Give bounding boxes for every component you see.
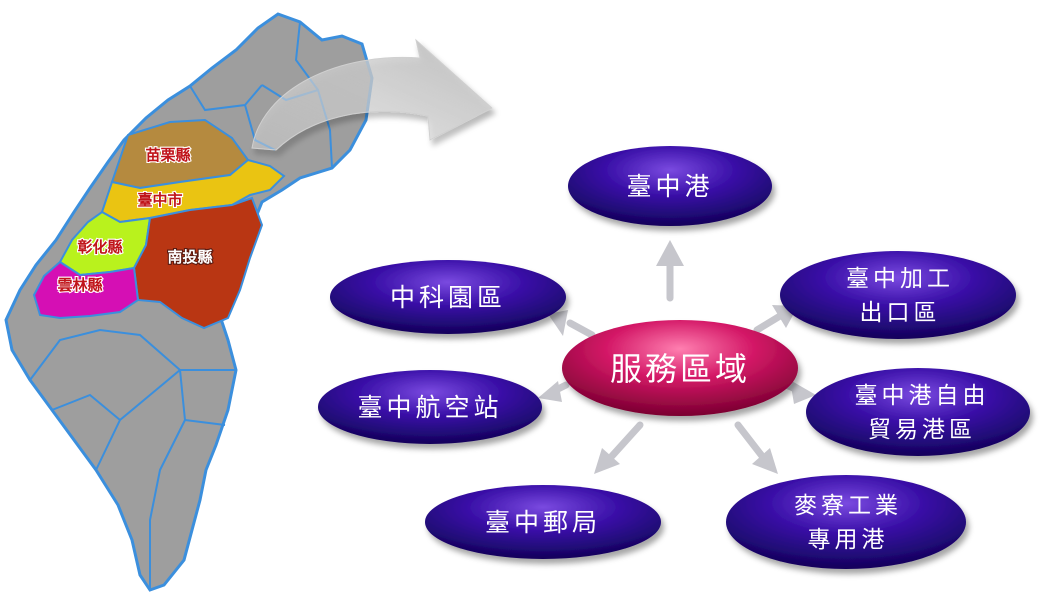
county-label-miaoli: 苗栗縣 (145, 146, 190, 164)
node-mailiao: 麥寮工業 專用港 (726, 475, 966, 569)
taiwan-map: 苗栗縣 臺中市 彰化縣 南投縣 雲林縣 (4, 12, 374, 592)
node-label-taichung-port: 臺中港 (626, 172, 713, 201)
curved-arrow (251, 38, 493, 151)
node-label-ftz-line1: 臺中港自由 (855, 383, 990, 409)
node-ftz: 臺中港自由 貿易港區 (806, 368, 1030, 456)
node-epz: 臺中加工 出口區 (780, 251, 1016, 339)
arrow-to-mailiao (734, 421, 778, 474)
node-label-mailiao-line1: 麥寮工業 (794, 493, 902, 519)
node-label-ctsp: 中科園區 (390, 283, 506, 312)
county-yunlin (32, 260, 140, 320)
connector-arrows (538, 240, 816, 474)
node-label-epz-line2: 出口區 (860, 300, 941, 326)
node-airport: 臺中航空站 (318, 370, 542, 444)
hub-label: 服務區域 (610, 350, 750, 388)
arrow-to-airport (538, 381, 570, 402)
node-label-post: 臺中郵局 (485, 508, 601, 537)
node-label-ftz-line2: 貿易港區 (868, 417, 976, 443)
node-label-airport: 臺中航空站 (357, 393, 502, 422)
county-label-nantou: 南投縣 (167, 248, 212, 266)
arrow-to-post (594, 421, 644, 474)
node-label-epz-line1: 臺中加工 (846, 266, 954, 292)
node-taichung-port: 臺中港 (568, 146, 772, 226)
county-label-taichung: 臺中市 (137, 191, 182, 209)
arrow-to-taichung-port (656, 240, 684, 302)
county-label-changhua: 彰化縣 (77, 238, 122, 256)
node-ctsp: 中科園區 (330, 260, 566, 334)
arrow-to-ctsp (548, 310, 596, 339)
hub-service-area: 服務區域 (562, 320, 798, 416)
node-label-mailiao-line2: 專用港 (808, 527, 889, 553)
county-label-yunlin: 雲林縣 (57, 276, 102, 294)
node-post: 臺中郵局 (425, 485, 661, 559)
